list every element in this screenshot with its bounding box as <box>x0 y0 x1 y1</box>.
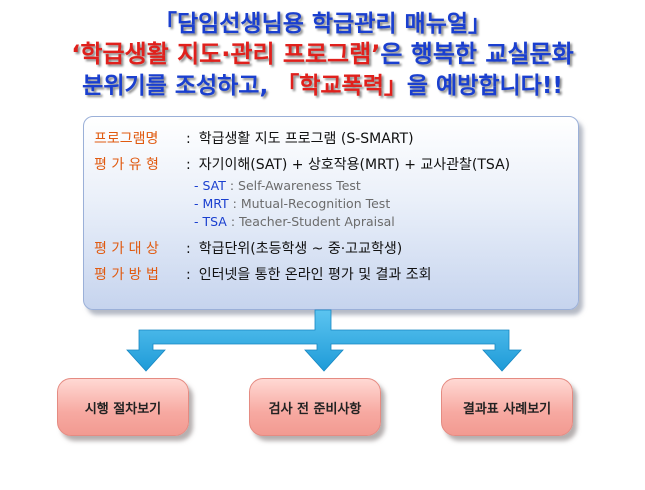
sub-item-desc: : Teacher-Student Apraisal <box>226 214 395 229</box>
headline-program-name: ‘학급생활 지도·관리 프로그램’ <box>71 40 381 68</box>
sub-item-desc: : Mutual-Recognition Test <box>228 196 391 211</box>
eval-target-value: 학급단위(초등학생 ~ 중·고교학생) <box>198 241 403 257</box>
headline-line-3-part2: 을 예방합니다!! <box>406 73 563 99</box>
preparation-button[interactable]: 검사 전 준비사항 <box>249 378 381 436</box>
eval-type-value: 자기이해(SAT) + 상호작용(MRT) + 교사관찰(TSA) <box>198 157 511 173</box>
sub-item-abbr: - TSA <box>194 214 227 229</box>
sub-item-abbr: - SAT <box>194 178 226 193</box>
sub-item-mrt: - MRT : Mutual-Recognition Test <box>194 196 390 211</box>
program-name-row: 프로그램명: 학급생활 지도 프로그램 (S-SMART) <box>94 128 414 148</box>
headline-school-violence: 「학교폭력」 <box>276 73 407 99</box>
connector-arrow-shape <box>126 309 522 372</box>
program-info-panel: 프로그램명: 학급생활 지도 프로그램 (S-SMART) 평 가 유 형: 자기이… <box>83 116 579 310</box>
colon: : <box>186 267 191 283</box>
sub-item-desc: : Self-Awareness Test <box>225 178 361 193</box>
headline-line-3: 분위기를 조성하고, 「학교폭력」을 예방합니다!! <box>0 66 645 100</box>
colon: : <box>186 131 191 147</box>
headline-line-2: ‘학급생활 지도·관리 프로그램’은 행복한 교실문화 <box>0 34 645 69</box>
program-name-value: 학급생활 지도 프로그램 (S-SMART) <box>198 131 414 147</box>
result-example-button[interactable]: 결과표 사례보기 <box>441 378 573 436</box>
headline-line-2-rest: 은 행복한 교실문화 <box>380 40 574 68</box>
eval-target-label: 평 가 대 상 <box>94 241 159 257</box>
headline-line-1: 「담임선생님용 학급관리 매뉴얼」 <box>153 11 492 37</box>
eval-type-label: 평 가 유 형 <box>94 157 159 173</box>
program-name-label: 프로그램명 <box>94 131 159 147</box>
sub-item-sat: - SAT : Self-Awareness Test <box>194 178 361 193</box>
eval-method-row: 평 가 방 법: 인터넷을 통한 온라인 평가 및 결과 조회 <box>94 264 432 284</box>
eval-method-value: 인터넷을 통한 온라인 평가 및 결과 조회 <box>198 267 432 283</box>
procedure-button[interactable]: 시행 절차보기 <box>57 378 189 436</box>
eval-target-row: 평 가 대 상: 학급단위(초등학생 ~ 중·고교학생) <box>94 238 402 258</box>
colon: : <box>186 157 191 173</box>
colon: : <box>186 241 191 257</box>
eval-type-row: 평 가 유 형: 자기이해(SAT) + 상호작용(MRT) + 교사관찰(TSA… <box>94 154 510 174</box>
headline-line-3-part1: 분위기를 조성하고, <box>82 73 277 99</box>
sub-item-tsa: - TSA : Teacher-Student Apraisal <box>194 214 395 229</box>
eval-method-label: 평 가 방 법 <box>94 267 159 283</box>
sub-item-abbr: - MRT <box>194 196 229 211</box>
